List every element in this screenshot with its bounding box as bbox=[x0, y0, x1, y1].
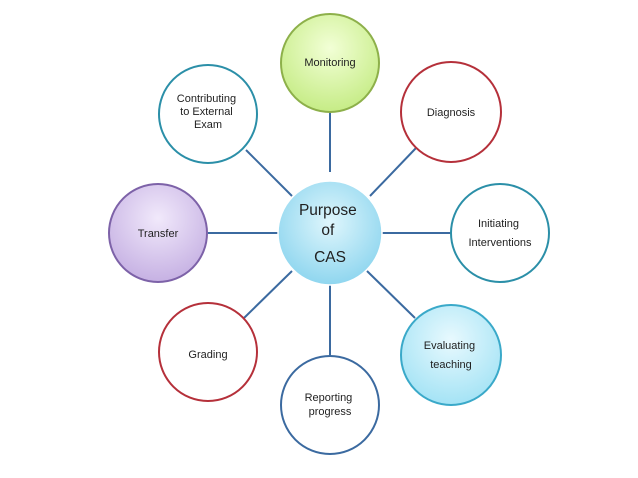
node-monitoring-label-1: Monitoring bbox=[304, 57, 355, 69]
node-reporting-progress-label-1: Reporting bbox=[305, 392, 353, 404]
node-evaluating-teaching-label-2: teaching bbox=[430, 359, 472, 371]
center-node: Purpose of CAS bbox=[277, 180, 383, 286]
node-diagnosis: Diagnosis bbox=[400, 61, 502, 163]
connector-grading bbox=[243, 270, 293, 319]
node-initiating-interventions: Initiating Interventions bbox=[450, 183, 550, 283]
center-node-circle bbox=[277, 180, 383, 286]
node-grading-circle bbox=[158, 302, 258, 402]
node-contributing-to-external-exam-label-2: to External bbox=[180, 106, 233, 118]
node-contributing-to-external-exam-label-3: Exam bbox=[194, 119, 222, 131]
svg-text:Grading: Grading bbox=[188, 349, 227, 361]
node-grading: Grading bbox=[158, 302, 258, 402]
node-contributing-to-external-exam-circle bbox=[158, 64, 258, 164]
node-evaluating-teaching-circle bbox=[400, 304, 502, 406]
svg-text:Contributing to External: Contributing to External Exam bbox=[177, 93, 239, 131]
node-grading-label-1: Grading bbox=[188, 349, 227, 361]
node-diagnosis-circle bbox=[400, 61, 502, 163]
node-monitoring-circle bbox=[280, 13, 380, 113]
center-label-2: of bbox=[321, 222, 335, 239]
connector-evaluating-teaching bbox=[366, 270, 416, 319]
svg-text:Diagnosis: Diagnosis bbox=[427, 107, 476, 119]
node-contributing-to-external-exam: Contributing to External Exam bbox=[158, 64, 258, 164]
node-reporting-progress-circle bbox=[280, 355, 380, 455]
center-label-1: Purpose bbox=[299, 202, 357, 219]
node-transfer-circle bbox=[108, 183, 208, 283]
node-reporting-progress-label-2: progress bbox=[309, 406, 352, 418]
node-diagnosis-label-1: Diagnosis bbox=[427, 107, 476, 119]
svg-text:Evaluating teaching: Evaluating teaching bbox=[424, 340, 478, 371]
svg-text:Monitoring: Monitoring bbox=[304, 57, 355, 69]
node-reporting-progress: Reporting progress bbox=[280, 355, 380, 455]
node-evaluating-teaching: Evaluating teaching bbox=[400, 304, 502, 406]
node-monitoring: Monitoring bbox=[280, 13, 380, 113]
node-evaluating-teaching-label-1: Evaluating bbox=[424, 340, 475, 352]
node-initiating-interventions-circle bbox=[450, 183, 550, 283]
node-transfer: Transfer bbox=[108, 183, 208, 283]
connectors bbox=[208, 111, 452, 357]
svg-text:Purpose of CAS: Purpose of CAS bbox=[299, 202, 361, 266]
svg-text:Reporting progress: Reporting progress bbox=[305, 392, 356, 418]
center-label-3: CAS bbox=[314, 249, 346, 266]
node-initiating-interventions-label-1: Initiating bbox=[478, 218, 519, 230]
svg-text:Initiating Interventions: Initiating Interventions bbox=[469, 218, 532, 249]
node-transfer-label-1: Transfer bbox=[138, 228, 179, 240]
connector-contributing-to-external-exam bbox=[245, 149, 293, 197]
node-contributing-to-external-exam-label-1: Contributing bbox=[177, 93, 236, 105]
svg-text:Transfer: Transfer bbox=[138, 228, 179, 240]
connector-diagnosis bbox=[369, 147, 417, 197]
node-initiating-interventions-label-2: Interventions bbox=[469, 237, 532, 249]
